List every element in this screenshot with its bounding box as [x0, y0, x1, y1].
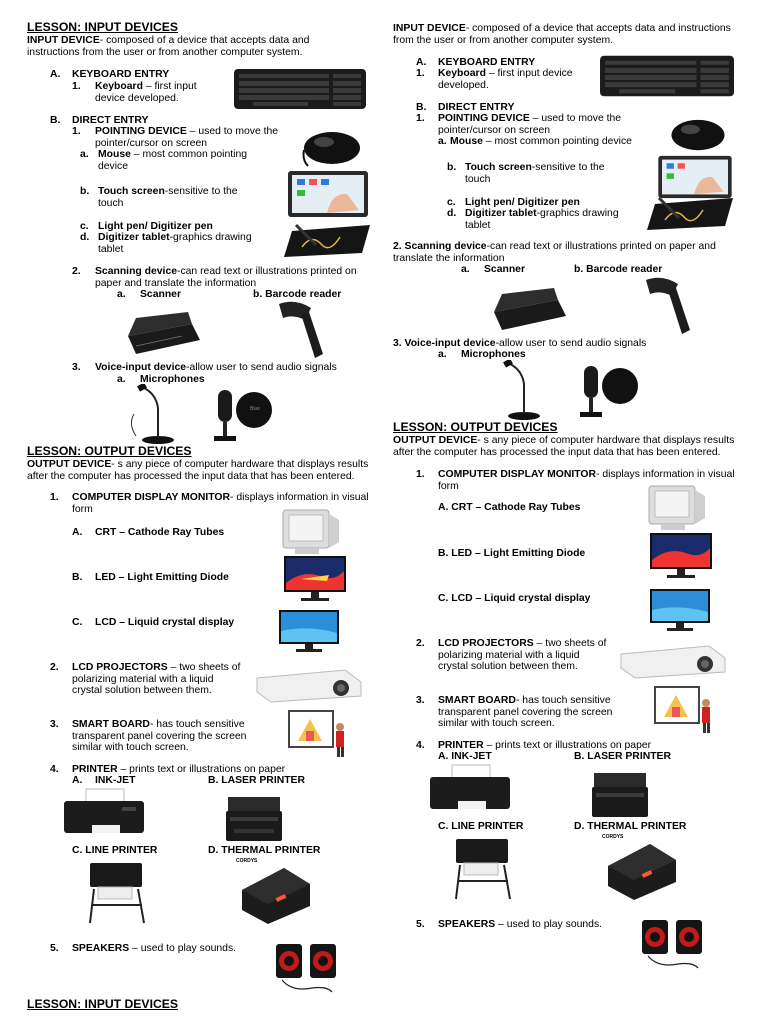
voice-input-definition: 3. Voice-input device-allow user to send… [393, 338, 647, 349]
laser-printer-image [224, 795, 284, 843]
thermal-printer-image: CORDYS [602, 834, 680, 902]
pointing-device-definition: POINTING DEVICE – used to move the point… [95, 126, 279, 149]
inkjet-printer-image [62, 787, 146, 839]
direct-entry-heading: B. [50, 115, 61, 126]
svg-text:Blue: Blue [250, 406, 260, 412]
projector-image [617, 640, 727, 682]
barcode-reader-image [641, 274, 693, 336]
lesson-output-title: LESSON: OUTPUT DEVICES [27, 444, 192, 458]
led-monitor-image [283, 555, 347, 603]
footer-lesson-title: LESSON: INPUT DEVICES [27, 997, 179, 1011]
gooseneck-microphone-image [488, 360, 548, 422]
laser-printer-image [590, 771, 650, 819]
crt-label: CRT – Cathode Ray Tubes [95, 527, 225, 538]
scanner-label: Scanner [484, 264, 526, 275]
crt-label: A. CRT – Cathode Ray Tubes [438, 502, 581, 513]
led-label: B. LED – Light Emitting Diode [438, 548, 586, 559]
mouse-definition: Mouse – most common pointing device [450, 136, 632, 147]
crt-monitor-image [281, 508, 341, 556]
keyboard-definition: Keyboard – first input device developed. [95, 81, 197, 104]
input-device-definition: INPUT DEVICE- composed of a device that … [393, 23, 731, 46]
lcd-label: C. LCD – Liquid crystal display [438, 593, 591, 604]
display-monitor-definition: COMPUTER DISPLAY MONITOR- displays infor… [72, 492, 369, 515]
microphones-label: Microphones [461, 349, 526, 360]
barcode-reader-image [275, 298, 325, 360]
output-device-definition: OUTPUT DEVICE- s any piece of computer h… [393, 435, 735, 458]
line-printer-label: C. LINE PRINTER [438, 821, 524, 832]
light-pen-label: Light pen/ Digitizer pen [98, 221, 213, 232]
microphones-label: Microphones [140, 374, 205, 385]
speakers-definition: SPEAKERS – used to play sounds. [438, 919, 603, 930]
digitizer-tablet-image [282, 223, 372, 259]
thermal-printer-label: D. THERMAL PRINTER [208, 845, 321, 856]
gooseneck-microphone-image [122, 384, 182, 446]
led-label: LED – Light Emitting Diode [95, 572, 229, 583]
studio-microphone-image [576, 362, 638, 420]
laser-printer-label: B. LASER PRINTER [208, 775, 305, 786]
smart-board-definition: SMART BOARD- has touch sensitive transpa… [438, 695, 613, 730]
scanner-image [488, 286, 568, 332]
keyboard-image [599, 53, 735, 99]
display-monitor-definition: COMPUTER DISPLAY MONITOR- displays infor… [438, 469, 735, 492]
digitizer-tablet-definition: Digitizer tablet-graphics drawing tablet [98, 232, 252, 255]
lcd-label: LCD – Liquid crystal display [95, 617, 235, 628]
line-printer-image [452, 835, 514, 901]
keyboard-entry-heading: KEYBOARD ENTRY [438, 57, 536, 68]
thermal-printer-image: CORDYS [236, 858, 314, 926]
scanner-image [122, 310, 202, 356]
thermal-brand-text: CORDYS [602, 834, 624, 840]
lesson-output-title: LESSON: OUTPUT DEVICES [393, 420, 558, 434]
smart-board-image [288, 709, 350, 759]
mouse-image [668, 118, 728, 154]
lcd-monitor-image [649, 588, 711, 632]
mouse-image [302, 130, 362, 168]
line-printer-label: C. LINE PRINTER [72, 845, 158, 856]
printer-definition: PRINTER – prints text or illustrations o… [438, 740, 652, 751]
speakers-image [272, 940, 342, 996]
scanner-label: Scanner [140, 289, 182, 300]
projector-image [253, 664, 363, 706]
lcd-monitor-image [278, 609, 340, 653]
keyboard-entry-heading: A. [50, 69, 61, 80]
smart-board-definition: SMART BOARD- has touch sensitive transpa… [72, 719, 247, 754]
scanning-device-definition: Scanning device-can read text or illustr… [95, 266, 357, 289]
barcode-reader-label: b. Barcode reader [253, 289, 342, 300]
mouse-definition: Mouse – most common pointing device [98, 149, 248, 172]
laser-printer-label: B. LASER PRINTER [574, 751, 671, 762]
line-printer-image [86, 859, 148, 925]
keyboard-definition: Keyboard – first input device developed. [438, 68, 573, 91]
direct-entry-heading: DIRECT ENTRY [438, 102, 515, 113]
lcd-projectors-definition: LCD PROJECTORS – two sheets of polarizin… [438, 638, 607, 673]
speakers-image [638, 916, 708, 972]
crt-monitor-image [647, 484, 707, 532]
keyboard-image [233, 67, 367, 111]
touch-screen-definition: Touch screen-sensitive to the touch [465, 162, 605, 185]
speakers-definition: SPEAKERS – used to play sounds. [72, 943, 237, 954]
touchscreen-image [287, 170, 369, 218]
lcd-projectors-definition: LCD PROJECTORS – two sheets of polarizin… [72, 662, 241, 697]
pointing-device-definition: POINTING DEVICE – used to move the point… [438, 113, 622, 136]
light-pen-label: Light pen/ Digitizer pen [465, 197, 580, 208]
output-device-definition: OUTPUT DEVICE- s any piece of computer h… [27, 459, 369, 482]
studio-microphone-image: Blue [210, 386, 272, 444]
led-monitor-image [649, 532, 713, 580]
thermal-printer-label: D. THERMAL PRINTER [574, 821, 687, 832]
barcode-reader-label: b. Barcode reader [574, 264, 663, 275]
voice-input-definition: Voice-input device-allow user to send au… [95, 362, 337, 373]
lesson-input-title: LESSON: INPUT DEVICES [27, 20, 179, 34]
touchscreen-image [655, 155, 735, 199]
inkjet-label: A. INK-JET [438, 751, 492, 762]
smart-board-image [654, 685, 716, 735]
inkjet-label: INK-JET [95, 775, 136, 786]
touch-screen-definition: Touch screen-sensitive to the touch [98, 186, 238, 209]
thermal-brand-text: CORDYS [236, 858, 258, 864]
printer-definition: PRINTER – prints text or illustrations o… [72, 764, 286, 775]
digitizer-tablet-image [645, 196, 735, 232]
scanning-device-definition: 2. Scanning device-can read text or illu… [393, 241, 716, 264]
inkjet-printer-image [428, 763, 512, 815]
input-device-definition: INPUT DEVICE- composed of a device that … [27, 35, 310, 58]
digitizer-tablet-definition: Digitizer tablet-graphics drawing tablet [465, 208, 619, 231]
